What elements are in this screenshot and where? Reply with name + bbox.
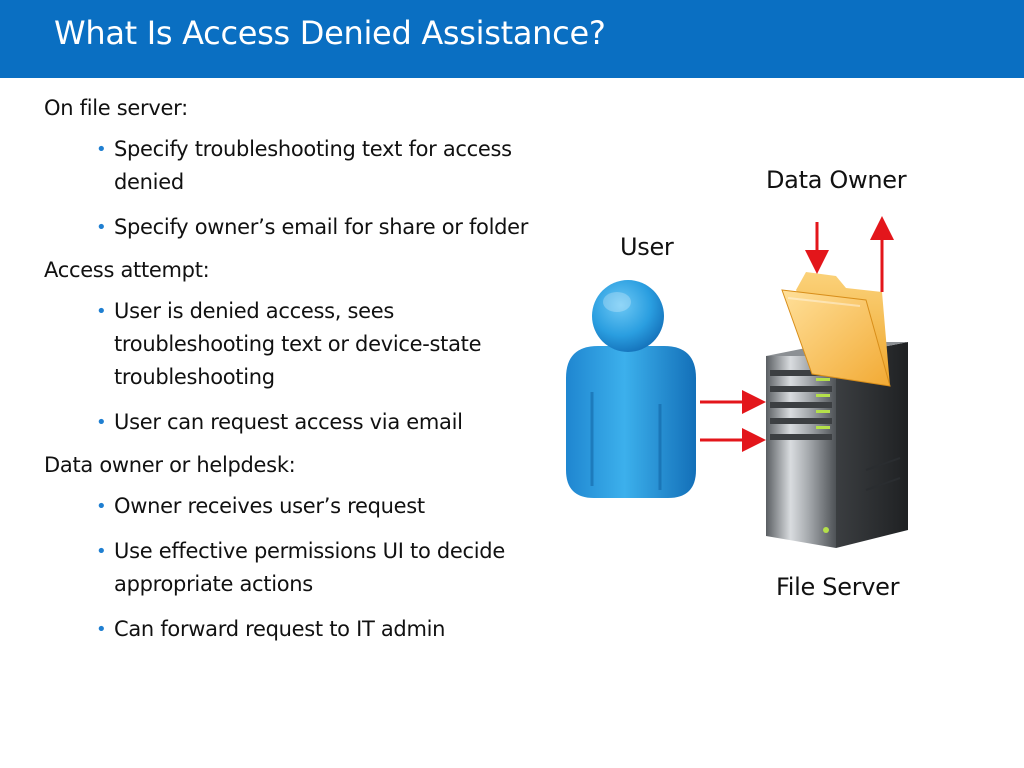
bullet-list: • User is denied access, sees troubleshoo… (44, 295, 564, 439)
bullet-text: Specify troubleshooting text for access … (114, 137, 512, 194)
file-server-label: File Server (776, 573, 900, 601)
bullet-dot-icon: • (96, 619, 107, 640)
bullet-item: • User can request access via email (44, 406, 546, 439)
data-owner-label: Data Owner (766, 166, 907, 194)
bullet-text: User can request access via email (114, 410, 463, 434)
content-area: On file server: • Specify troubleshooting… (44, 94, 564, 658)
bullet-dot-icon: • (96, 496, 107, 517)
section-heading: Data owner or helpdesk: (44, 453, 296, 477)
bullet-text: Specify owner’s email for share or folde… (114, 215, 529, 239)
slide-title: What Is Access Denied Assistance? (54, 14, 606, 52)
server-icon (766, 342, 908, 548)
bullet-dot-icon: • (96, 139, 107, 160)
section-heading: Access attempt: (44, 258, 210, 282)
section-access-attempt: Access attempt: • User is denied access, … (44, 256, 564, 439)
bullet-text: Owner receives user’s request (114, 494, 425, 518)
bullet-dot-icon: • (96, 541, 107, 562)
folder-icon (781, 272, 891, 387)
bullet-item: • Can forward request to IT admin (44, 613, 546, 646)
bullet-text: User is denied access, sees troubleshoot… (114, 299, 482, 389)
bullet-list: • Owner receives user’s request • Use effe… (44, 490, 564, 646)
bullet-text: Use effective permissions UI to decide a… (114, 539, 505, 596)
bullet-item: • Use effective permissions UI to decide … (44, 535, 546, 601)
section-heading: On file server: (44, 96, 188, 120)
bullet-text: Can forward request to IT admin (114, 617, 446, 641)
user-icon (566, 280, 696, 498)
bullet-dot-icon: • (96, 412, 107, 433)
bullet-item: • User is denied access, sees troubleshoo… (44, 295, 546, 394)
section-file-server: On file server: • Specify troubleshooting… (44, 94, 564, 244)
user-label: User (620, 233, 674, 261)
section-data-owner: Data owner or helpdesk: • Owner receives … (44, 451, 564, 646)
title-bar: What Is Access Denied Assistance? (0, 0, 1024, 78)
bullet-item: • Specify owner’s email for share or fold… (44, 211, 546, 244)
bullet-dot-icon: • (96, 301, 107, 322)
bullet-list: • Specify troubleshooting text for access… (44, 133, 564, 244)
bullet-item: • Owner receives user’s request (44, 490, 546, 523)
bullet-item: • Specify troubleshooting text for access… (44, 133, 546, 199)
bullet-dot-icon: • (96, 217, 107, 238)
